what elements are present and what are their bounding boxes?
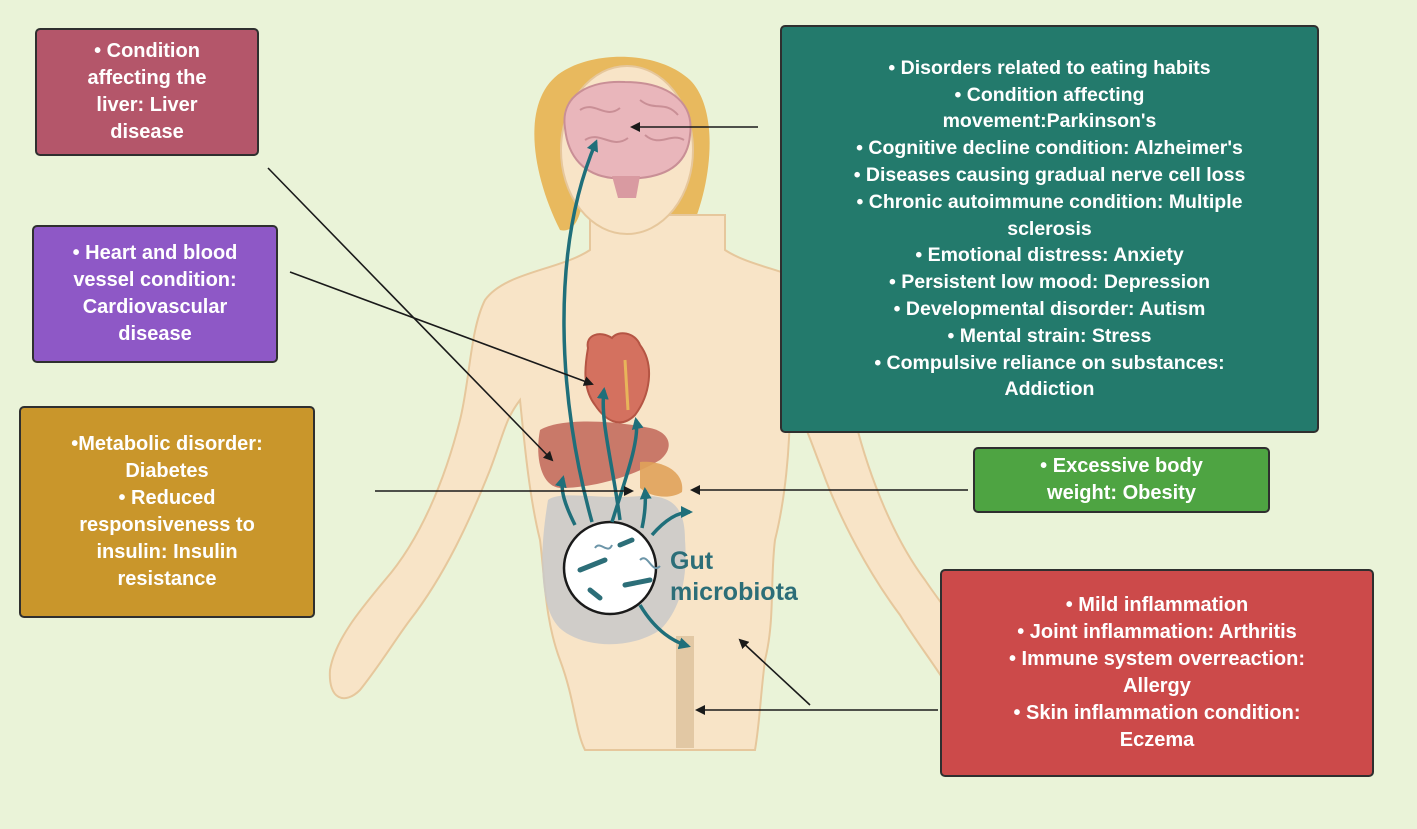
microbe-rods bbox=[577, 537, 653, 601]
box-line: resistance bbox=[117, 568, 217, 590]
brain-organ bbox=[563, 80, 692, 179]
box-line: • Condition bbox=[94, 40, 200, 62]
box-line: Eczema bbox=[1119, 729, 1195, 751]
box-line: weight: Obesity bbox=[1047, 482, 1196, 504]
pointer-arrows bbox=[267, 122, 968, 715]
box-line: vessel condition: bbox=[73, 269, 237, 291]
immune-inflammation-box: • Mild inflammation • Joint inflammation… bbox=[940, 569, 1374, 777]
box-line: disease bbox=[118, 323, 192, 345]
gut-label-line: Gut bbox=[670, 547, 714, 575]
box-line: • Condition affecting bbox=[954, 83, 1145, 106]
brain-disorders-box: • Disorders related to eating habits • C… bbox=[780, 25, 1319, 433]
liver-disease-box: • Condition affecting the liver: Liver d… bbox=[35, 28, 259, 156]
gut-microbiota-label: Gut microbiota bbox=[670, 546, 798, 608]
box-line: •Metabolic disorder: bbox=[71, 433, 263, 455]
box-line: Addiction bbox=[1004, 378, 1095, 401]
heart-organ bbox=[584, 332, 651, 424]
box-line: insulin: Insulin bbox=[96, 541, 238, 563]
box-line: • Excessive body bbox=[1040, 455, 1203, 477]
box-line: Allergy bbox=[1123, 675, 1191, 697]
box-line: • Joint inflammation: Arthritis bbox=[1017, 621, 1297, 643]
box-line: Diabetes bbox=[125, 460, 209, 482]
box-line: • Developmental disorder: Autism bbox=[893, 297, 1206, 320]
box-line: movement:Parkinson's bbox=[942, 110, 1157, 133]
gut-label-line: microbiota bbox=[670, 578, 798, 606]
box-line: • Immune system overreaction: bbox=[1009, 648, 1305, 670]
gut-microbiota-circle bbox=[562, 520, 658, 616]
metabolic-disorder-box: •Metabolic disorder: Diabetes • Reduced … bbox=[19, 406, 315, 618]
box-line: Cardiovascular bbox=[82, 296, 228, 318]
box-line: • Mild inflammation bbox=[1065, 594, 1249, 616]
box-line: • Diseases causing gradual nerve cell lo… bbox=[853, 164, 1246, 186]
box-line: liver: Liver bbox=[96, 94, 198, 116]
box-line: responsiveness to bbox=[79, 514, 255, 536]
box-line: • Emotional distress: Anxiety bbox=[915, 244, 1184, 267]
box-line: disease bbox=[110, 121, 184, 143]
box-line: • Mental strain: Stress bbox=[947, 324, 1152, 347]
box-line: • Reduced bbox=[118, 487, 216, 509]
box-line: • Compulsive reliance on substances: bbox=[874, 351, 1225, 374]
box-line: • Disorders related to eating habits bbox=[888, 56, 1211, 79]
box-line: • Heart and blood bbox=[72, 242, 238, 264]
box-line: • Persistent low mood: Depression bbox=[888, 271, 1211, 294]
box-line: • Cognitive decline condition: Alzheimer… bbox=[856, 137, 1243, 160]
box-line: affecting the bbox=[87, 67, 207, 89]
box-line: sclerosis bbox=[1007, 217, 1092, 240]
microbiota-pathways bbox=[555, 139, 693, 650]
box-line: • Skin inflammation condition: bbox=[1013, 702, 1301, 724]
box-line: • Chronic autoimmune condition: Multiple bbox=[856, 190, 1243, 213]
cardiovascular-disease-box: • Heart and blood vessel condition: Card… bbox=[32, 225, 278, 363]
obesity-box: • Excessive body weight: Obesity bbox=[973, 447, 1270, 513]
